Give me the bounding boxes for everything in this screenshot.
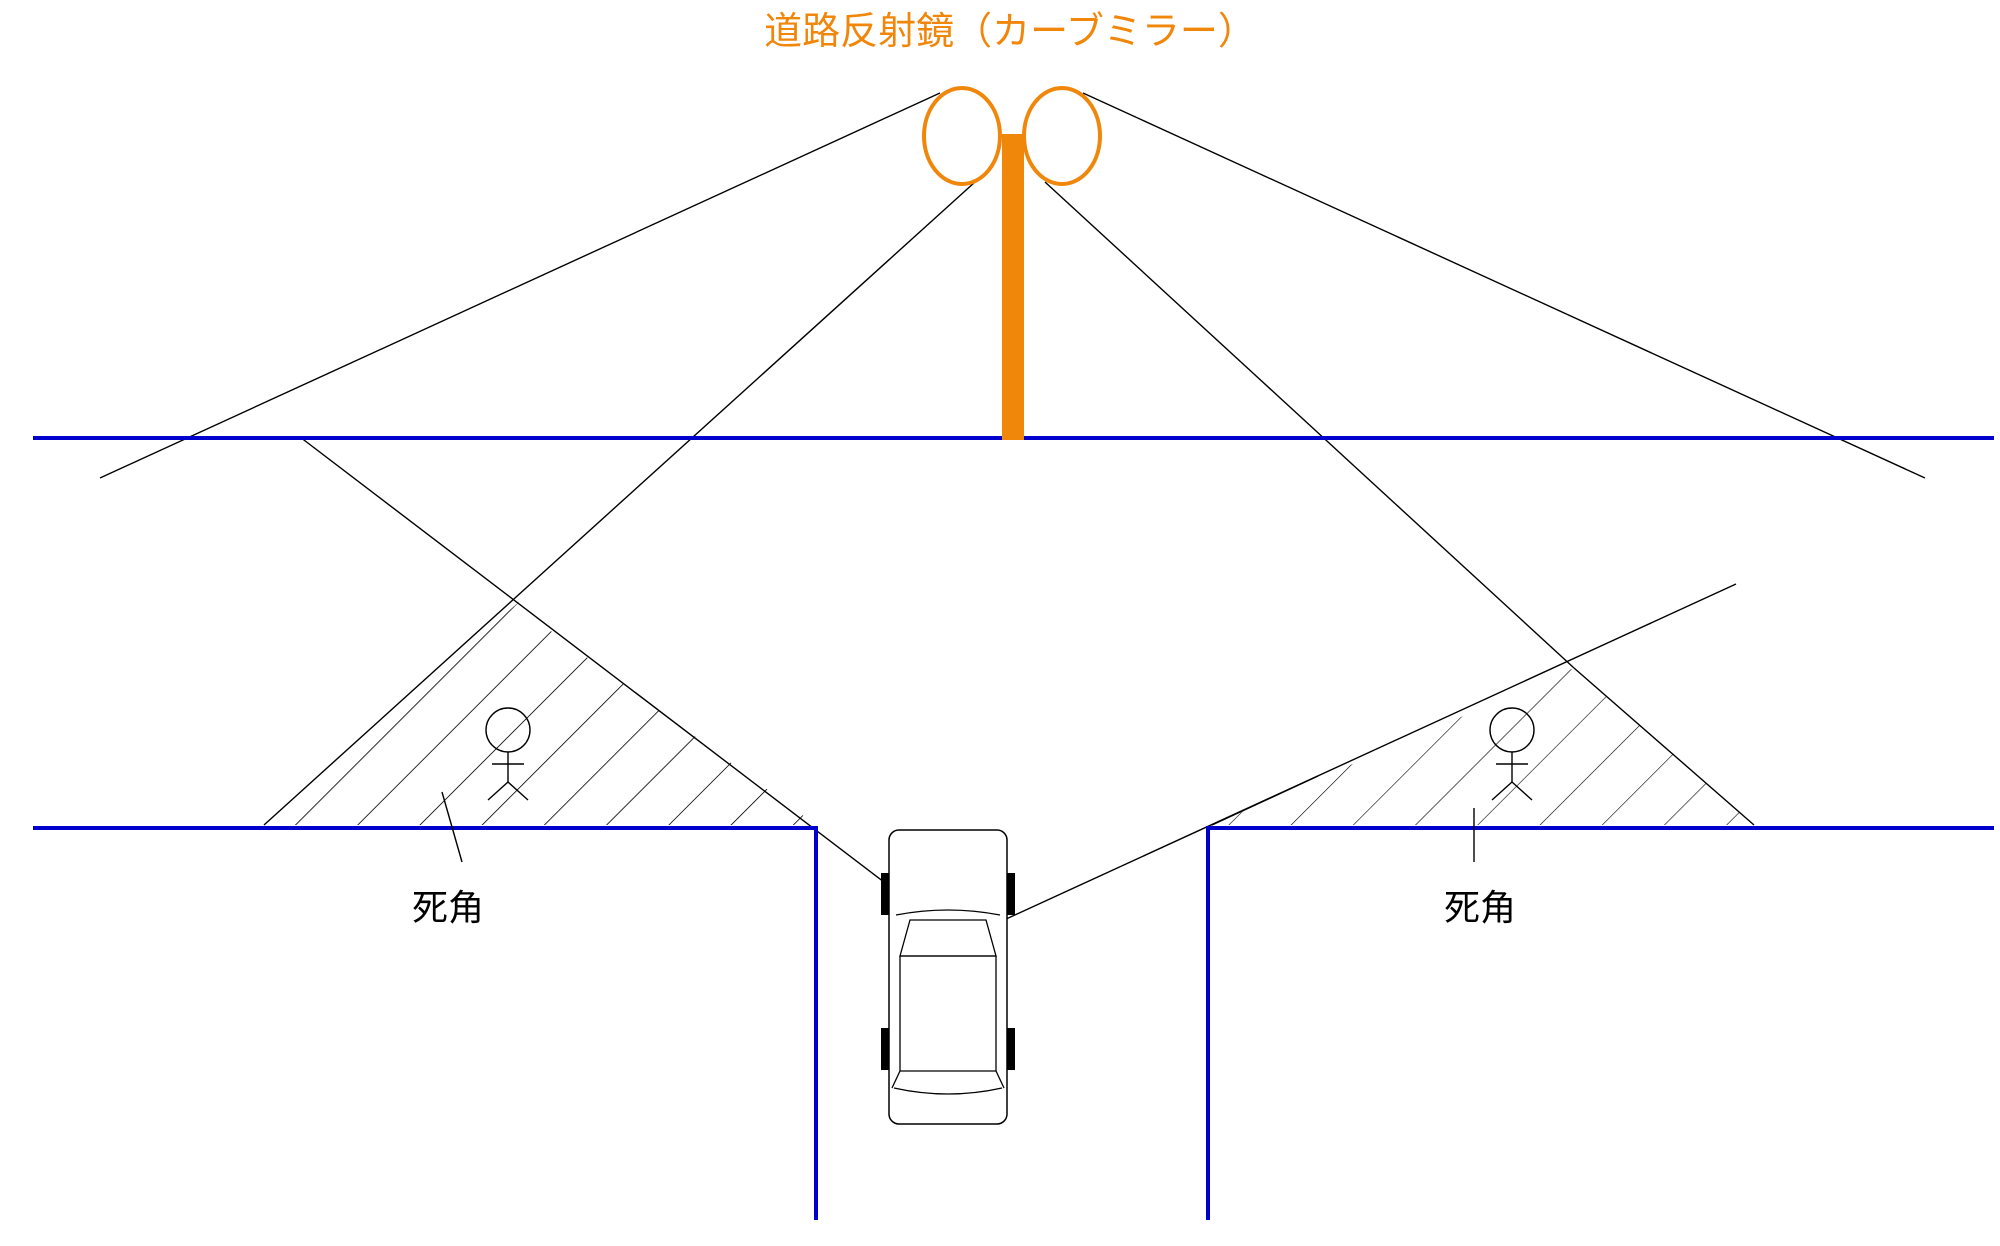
blind-spot-label-left: 死角 xyxy=(412,888,484,929)
car xyxy=(881,829,1015,1125)
sight-lines xyxy=(99,92,1926,941)
blind-spot-left-area xyxy=(264,602,816,825)
curve-mirror xyxy=(922,86,1102,440)
diagram-title: 道路反射鏡（カーブミラー） xyxy=(764,9,1256,53)
blind-spot-right-area xyxy=(1212,668,1754,825)
leader-line-left xyxy=(441,791,463,863)
blind-spot-label-right: 死角 xyxy=(1444,888,1516,929)
person-left xyxy=(485,707,531,801)
person-right xyxy=(1489,707,1535,801)
road-edges xyxy=(33,436,1994,1220)
